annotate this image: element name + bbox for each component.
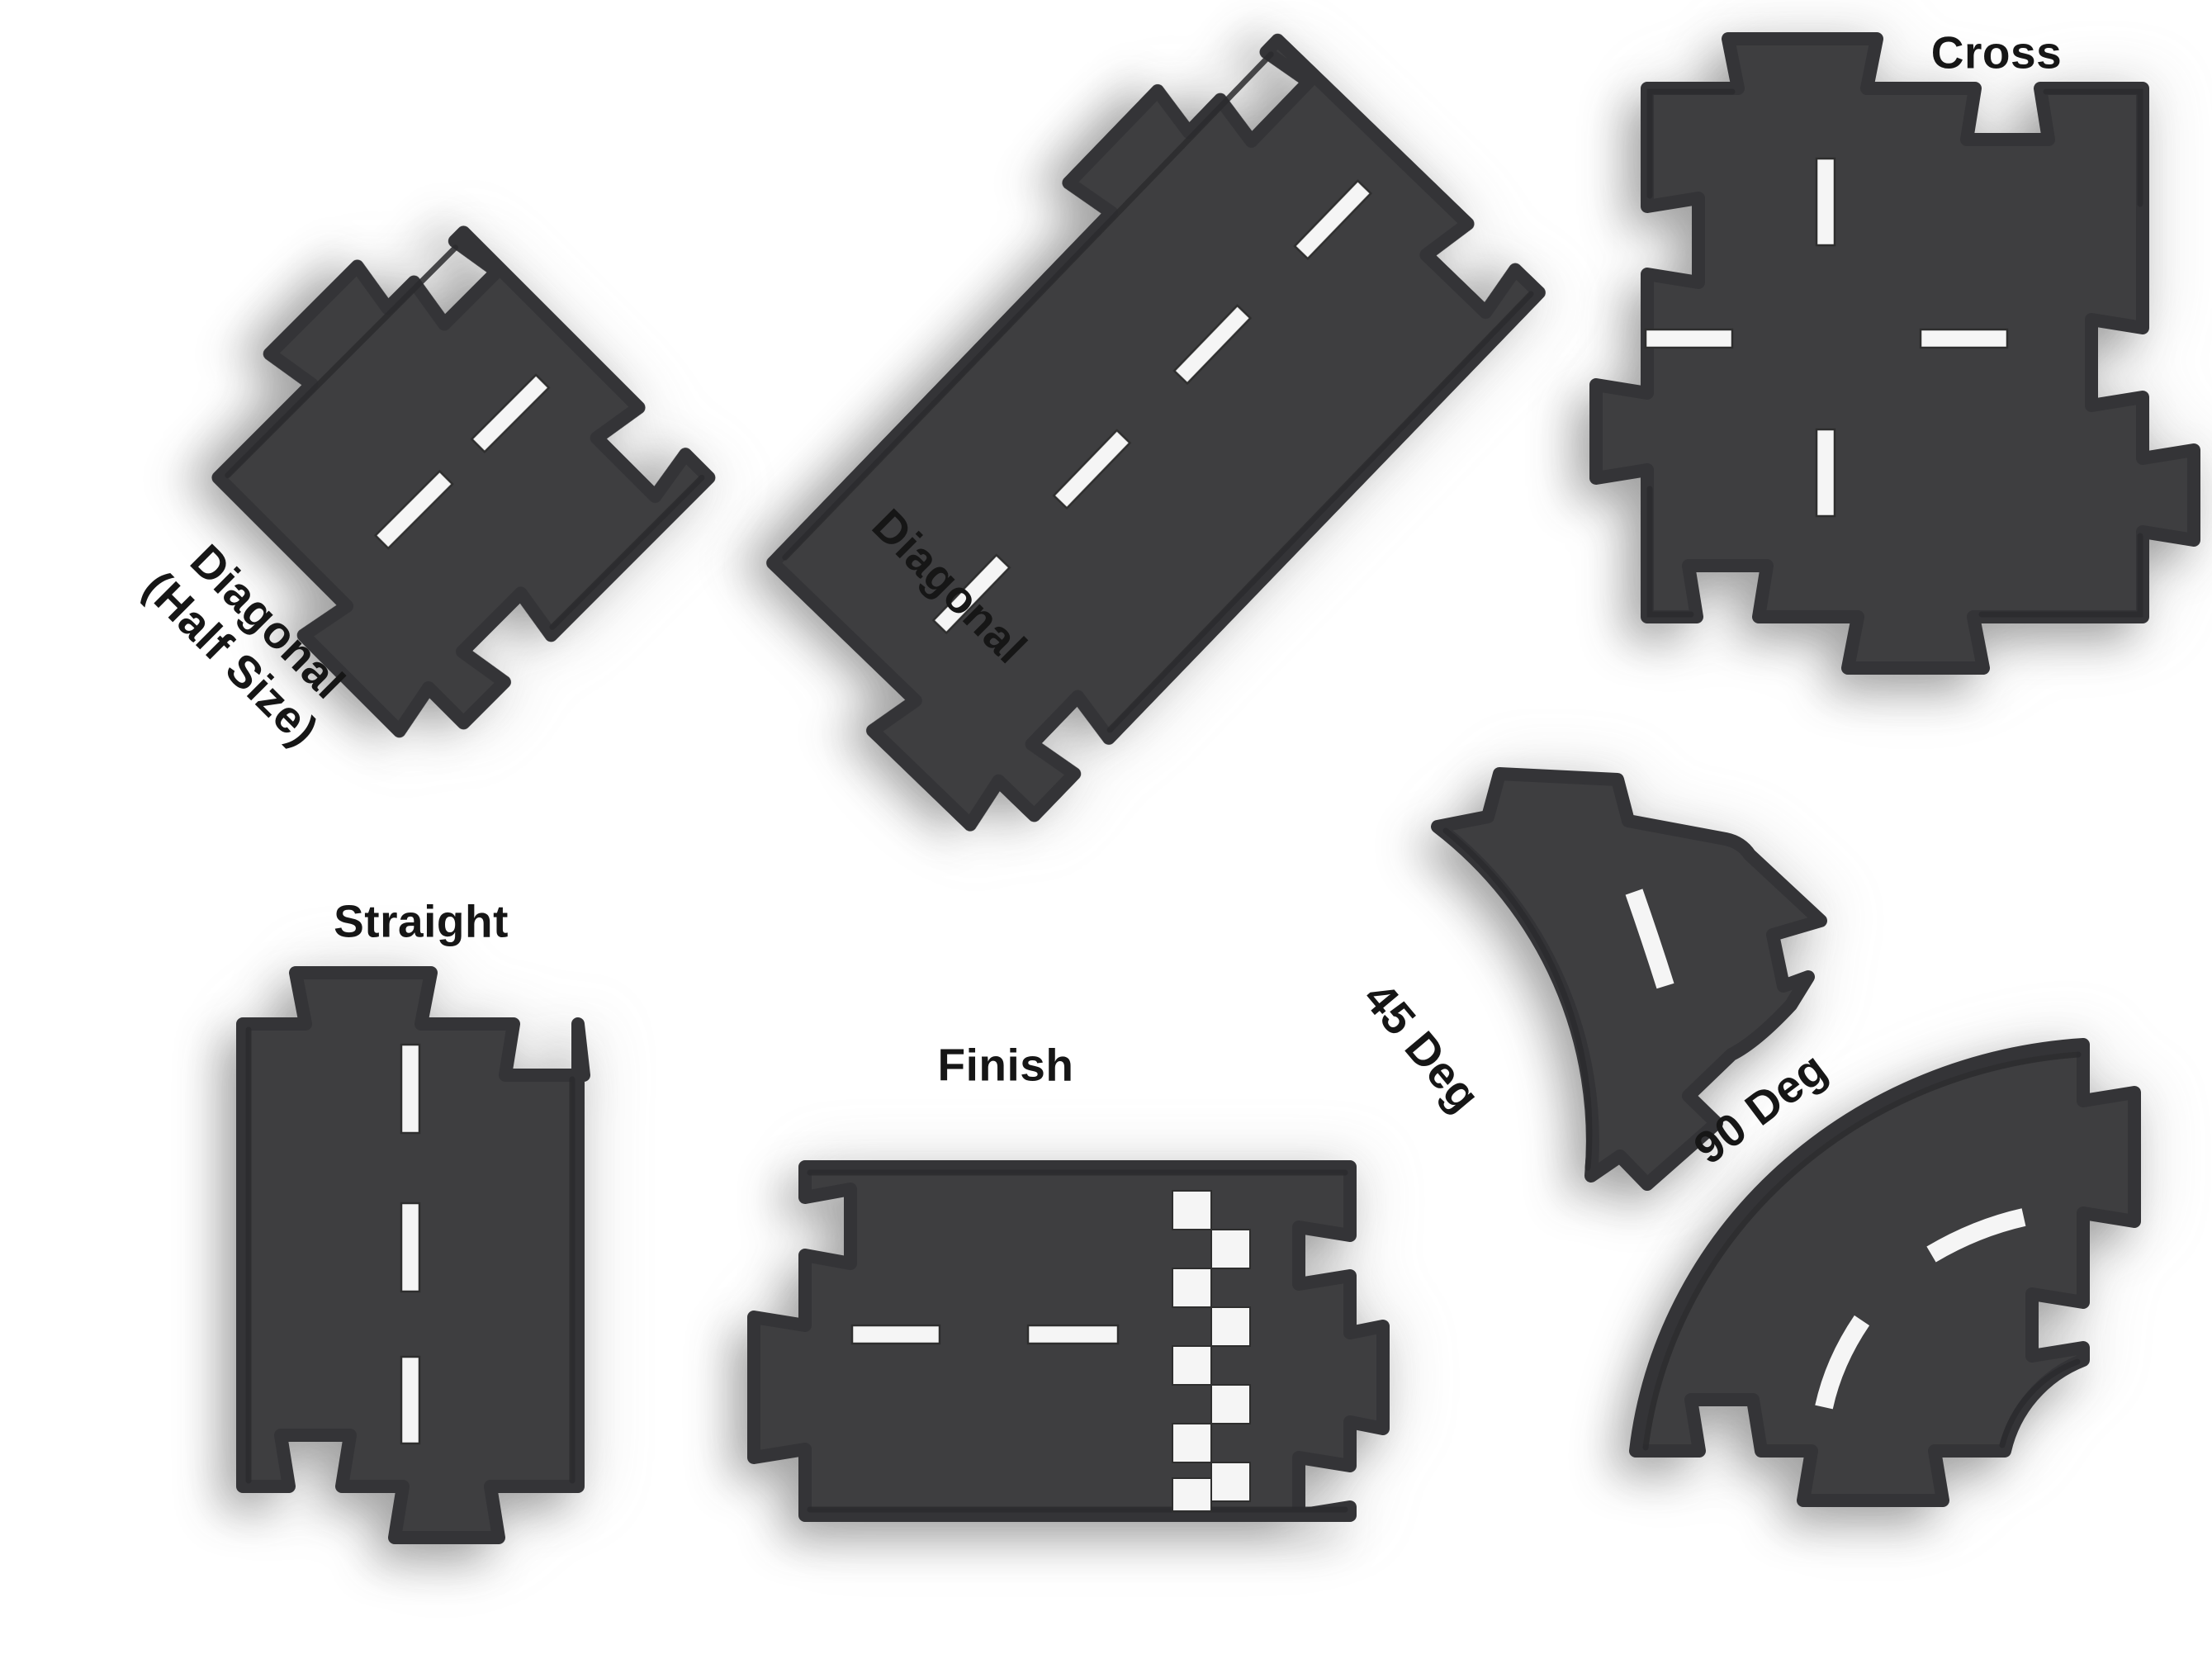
edge-lip bbox=[782, 51, 1274, 561]
label-finish: Finish bbox=[937, 1039, 1074, 1091]
road-piece-diagonal bbox=[691, 0, 1568, 863]
label-straight: Straight bbox=[334, 895, 509, 947]
road-surface bbox=[1589, 32, 2200, 675]
road-piece-diagonal-half-svg bbox=[211, 225, 716, 738]
road-piece-90deg-svg bbox=[1629, 1038, 2141, 1507]
road-piece-straight bbox=[233, 962, 590, 1544]
road-piece-90deg bbox=[1629, 1038, 2141, 1507]
center-line-markings bbox=[1644, 157, 2009, 518]
edge-lip bbox=[549, 474, 705, 630]
inner-arc-lip bbox=[1999, 1358, 2081, 1448]
road-piece-diagonal-half bbox=[140, 157, 755, 773]
road-piece-45deg-svg bbox=[1431, 767, 1827, 1191]
outer-arc-lip bbox=[1442, 827, 1593, 1171]
corner-lip bbox=[1646, 486, 1694, 618]
edge-lip bbox=[1106, 291, 1534, 733]
road-piece-cross-svg bbox=[1589, 32, 2200, 675]
center-line-markings bbox=[373, 373, 551, 550]
center-line-markings bbox=[850, 1324, 1120, 1345]
road-piece-cross bbox=[1589, 32, 2200, 675]
road-piece-straight-svg bbox=[236, 966, 590, 1544]
road-piece-finish-svg bbox=[747, 1160, 1390, 1522]
center-line-markings bbox=[400, 1043, 421, 1445]
label-cross: Cross bbox=[1930, 26, 2063, 78]
outer-arc-lip bbox=[1642, 1051, 2082, 1451]
road-piece-45deg bbox=[1426, 767, 1831, 1236]
center-line-markings bbox=[931, 179, 1373, 635]
center-line-marking bbox=[1625, 889, 1674, 989]
corner-lip bbox=[2043, 88, 2143, 207]
finish-line-checker bbox=[1172, 1190, 1251, 1512]
center-line-markings bbox=[1815, 1208, 2026, 1410]
road-surface bbox=[211, 225, 716, 738]
corner-lip bbox=[1646, 88, 1736, 199]
road-surface bbox=[766, 33, 1546, 832]
road-piece-finish bbox=[747, 1148, 1408, 1528]
corner-lip bbox=[1978, 533, 2143, 618]
edge-lip bbox=[225, 244, 459, 479]
road-piece-diagonal-svg bbox=[766, 33, 1546, 832]
